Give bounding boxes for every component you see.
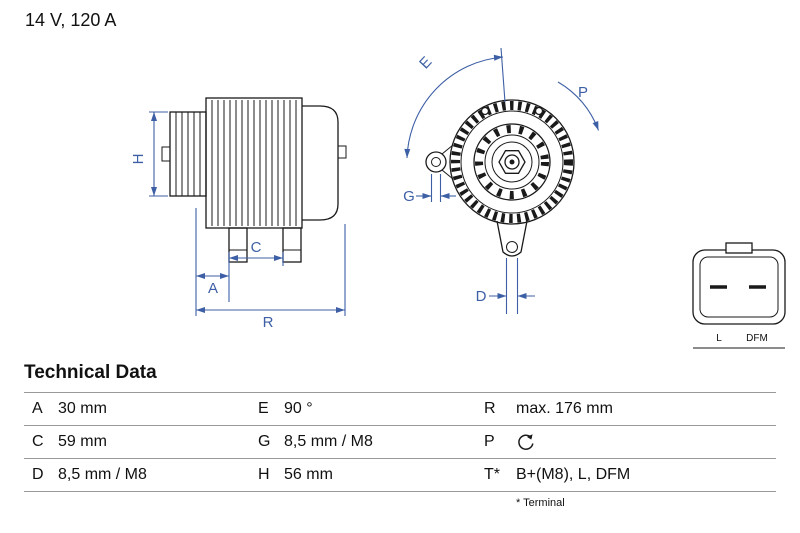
spec-value: 8,5 mm / M8 (276, 425, 476, 459)
side-view-dimensions: H C A R (130, 111, 346, 331)
spec-value: 90 ° (276, 392, 476, 426)
spec-key: E (250, 392, 276, 426)
alternator-side-view (161, 97, 347, 263)
table-row: C 59 mm G 8,5 mm / M8 P (24, 425, 776, 459)
spec-key: D (24, 458, 50, 492)
dimension-label-c: C (251, 239, 262, 256)
dimension-label-h: H (130, 154, 147, 165)
technical-data-table: A 30 mm E 90 ° R max. 176 mm C 59 mm G 8… (24, 392, 776, 492)
spec-value (508, 425, 776, 459)
spec-value: 8,5 mm / M8 (50, 458, 250, 492)
spec-key: H (250, 458, 276, 492)
table-row: A 30 mm E 90 ° R max. 176 mm (24, 392, 776, 426)
terminal-footnote: * Terminal (516, 497, 565, 509)
spec-key: A (24, 392, 50, 426)
technical-data-title: Technical Data (24, 362, 157, 383)
spec-key: R (476, 392, 508, 426)
rating-label: 14 V, 120 A (25, 10, 117, 30)
technical-data-section: Technical Data A 30 mm E 90 ° R max. 176… (24, 362, 776, 509)
dimension-label-d: D (476, 288, 487, 305)
dimension-label-p: P (578, 84, 588, 101)
spec-key: T* (476, 458, 508, 492)
table-row: D 8,5 mm / M8 H 56 mm T* B+(M8), L, DFM (24, 458, 776, 492)
spec-key: C (24, 425, 50, 459)
spec-key: P (476, 425, 508, 459)
spec-key: G (250, 425, 276, 459)
connector-pin-label-l: L (716, 333, 722, 344)
dimension-label-a: A (208, 280, 218, 297)
spec-value: 56 mm (276, 458, 476, 492)
spec-value: B+(M8), L, DFM (508, 458, 776, 492)
dimension-label-e: E (416, 53, 435, 72)
spec-value: max. 176 mm (508, 392, 776, 426)
alternator-front-view (425, 99, 575, 257)
spec-value: 59 mm (50, 425, 250, 459)
connector-pin-label-dfm: DFM (746, 333, 768, 344)
dimension-label-g: G (403, 188, 415, 205)
connector-detail: L DFM (692, 242, 786, 349)
rotation-cw-icon (518, 434, 534, 450)
dimension-label-r: R (263, 314, 274, 331)
spec-value: 30 mm (50, 392, 250, 426)
technical-drawing: H C A R (130, 47, 786, 349)
